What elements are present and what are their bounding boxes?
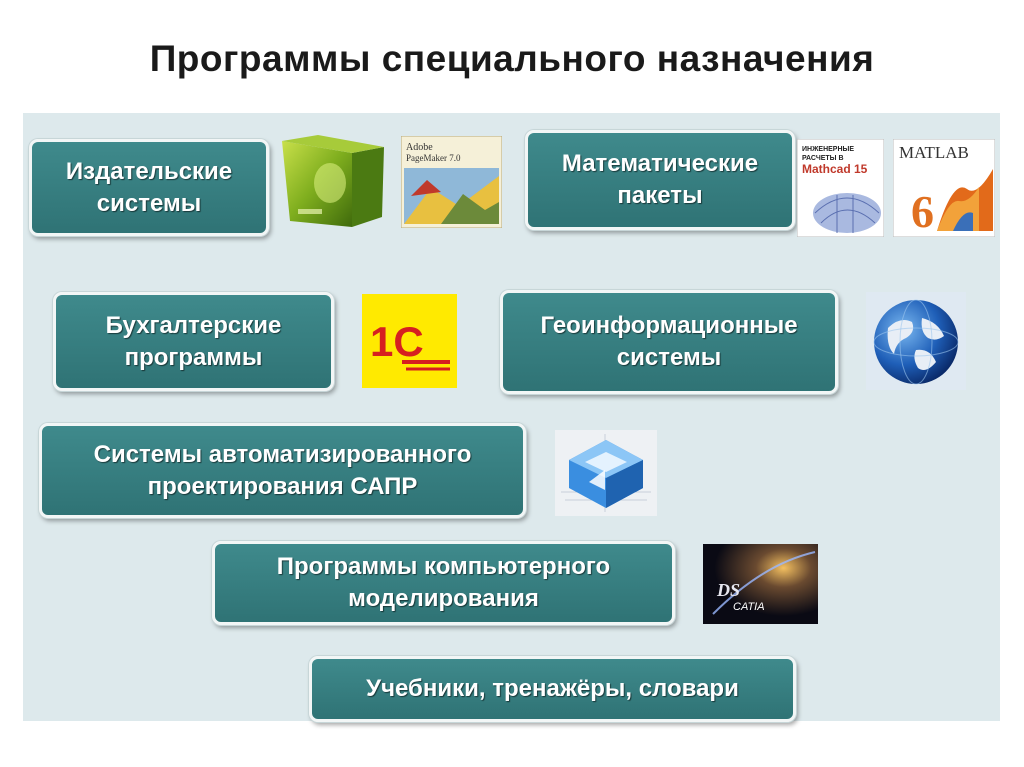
category-label: Геоинформационные системы <box>540 312 798 371</box>
matlab-version: 6 <box>911 186 934 237</box>
category-textbooks-trainers-dictionaries: Учебники, тренажёры, словари <box>309 656 796 722</box>
category-label: Учебники, тренажёры, словари <box>366 675 739 702</box>
matlab-logo-text: MATLAB <box>899 143 969 162</box>
mathcad-line2: РАСЧЕТЫ В <box>802 155 844 162</box>
pagemaker-product: PageMaker 7.0 <box>406 153 461 163</box>
category-cad-systems: Системы автоматизированного проектирован… <box>39 423 526 518</box>
category-label: Бухгалтерские программы <box>105 311 282 371</box>
1c-logo-image: 1С <box>362 294 457 388</box>
mathcad-line3: Mathcad 15 <box>802 162 868 176</box>
catia-logo-text: CATIA <box>733 601 765 613</box>
category-label: Программы компьютерного моделирования <box>276 553 611 612</box>
publishing-software-box-image <box>282 135 384 227</box>
pagemaker-box-image: Adobe PageMaker 7.0 <box>401 136 502 228</box>
mathcad-book-image: ИНЖЕНЕРНЫЕ РАСЧЕТЫ В Mathcad 15 <box>797 139 884 237</box>
catia-image: DS CATIA <box>703 544 818 624</box>
globe-image <box>866 292 966 390</box>
category-modeling-programs: Программы компьютерного моделирования <box>212 541 675 625</box>
page-title: Программы специального назначения <box>149 38 875 79</box>
category-label: Издательские системы <box>65 157 233 217</box>
category-accounting-programs: Бухгалтерские программы <box>53 292 334 391</box>
category-math-packages: Математические пакеты <box>525 130 795 230</box>
category-gis: Геоинформационные системы <box>500 290 838 394</box>
matlab-box-image: MATLAB 6 <box>893 139 995 237</box>
catia-logo-ds: DS <box>716 580 740 600</box>
cad-icon-image <box>555 430 657 516</box>
category-publishing-systems: Издательские системы <box>29 139 269 236</box>
category-label: Системы автоматизированного проектирован… <box>93 440 472 500</box>
mathcad-line1: ИНЖЕНЕРНЫЕ <box>802 146 854 153</box>
1c-logo-text: 1С <box>370 318 424 365</box>
category-label: Математические пакеты <box>561 150 759 209</box>
pagemaker-brand: Adobe <box>406 142 433 153</box>
